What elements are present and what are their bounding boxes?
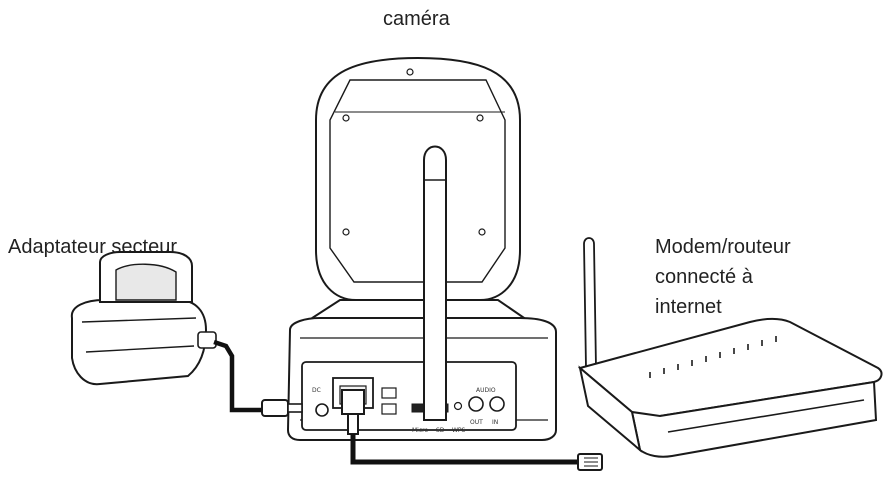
router-label: Modem/routeur connecté à internet bbox=[655, 232, 875, 322]
camera-dome bbox=[315, 56, 521, 301]
adapter-body bbox=[70, 299, 208, 386]
ethernet-cable bbox=[350, 434, 580, 465]
router-label-line-3: internet bbox=[655, 296, 722, 318]
camera-antenna bbox=[423, 145, 447, 421]
port-label-dc: DC bbox=[312, 387, 321, 394]
router-label-line-2: connecté à bbox=[655, 266, 753, 288]
port-label-audio: AUDIO bbox=[476, 387, 496, 394]
camera-dome-inner bbox=[329, 79, 506, 283]
router-antenna bbox=[583, 237, 597, 369]
port-label-out: OUT bbox=[470, 419, 483, 426]
power-adapter bbox=[70, 251, 217, 386]
audio-out-jack bbox=[468, 396, 484, 412]
ethernet-plug bbox=[341, 389, 365, 435]
port-label-wps: WPS bbox=[452, 427, 466, 434]
router-label-line-1: Modem/routeur bbox=[655, 236, 791, 258]
modem-router bbox=[577, 237, 883, 458]
dc-jack bbox=[315, 403, 329, 417]
camera-label: caméra bbox=[383, 8, 450, 30]
power-cable bbox=[213, 339, 264, 413]
port-label-in: IN bbox=[492, 419, 498, 426]
port-label-sd: SD bbox=[436, 427, 445, 434]
ip-camera bbox=[286, 56, 557, 441]
router-leds bbox=[649, 336, 777, 378]
power-plug bbox=[261, 399, 289, 417]
router-front bbox=[630, 380, 878, 458]
audio-in-jack bbox=[489, 396, 505, 412]
wps-button bbox=[453, 401, 463, 411]
router-plug bbox=[577, 453, 603, 471]
port-label-micro: Micro bbox=[412, 427, 428, 434]
